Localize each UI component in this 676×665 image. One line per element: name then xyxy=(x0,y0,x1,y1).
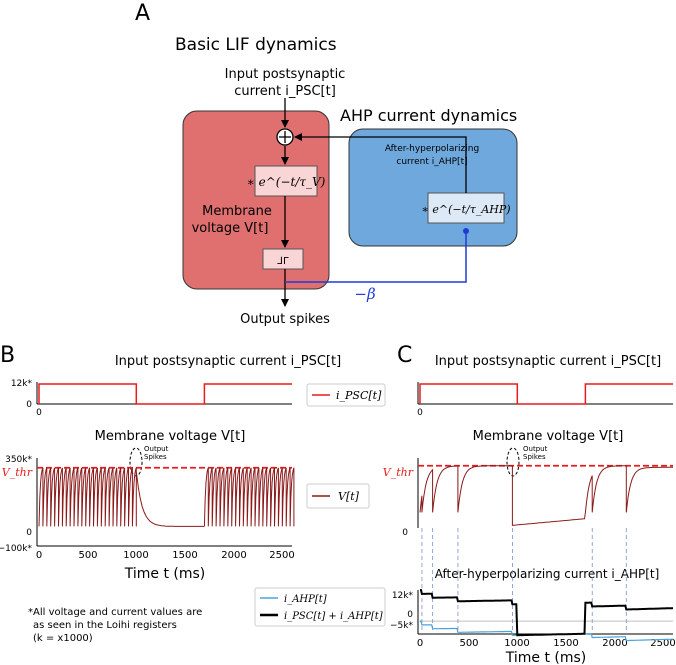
panel-letter-c: C xyxy=(397,343,412,368)
decay-v-label: ∗ e^(−t/τ_V) xyxy=(247,175,326,189)
c-input-trace xyxy=(419,383,673,405)
threshold-symbol: ⅃Γ xyxy=(277,256,289,267)
b-output-spikes-line1: Output xyxy=(144,445,169,453)
b-input-xtick-0: 0 xyxy=(36,408,42,418)
b-voltage-ytick-0: 0 xyxy=(26,528,32,538)
membrane-label-1: Membrane xyxy=(202,204,272,219)
b-voltage-title: Membrane voltage V[t] xyxy=(95,429,246,444)
b-voltage-trace xyxy=(38,467,295,527)
ahp-feedback-arrow xyxy=(294,133,467,193)
c-legend-label-sum: i_PSC[t] + i_AHP[t] xyxy=(284,611,383,622)
input-label-1: Input postsynaptic xyxy=(225,67,346,82)
b-input-trace xyxy=(38,383,292,405)
b-voltage-ytick-neg100k: −100k* xyxy=(0,544,32,554)
panel-letter-b: B xyxy=(0,343,15,368)
threshold-block xyxy=(262,248,304,270)
b-voltage-legend xyxy=(306,483,370,509)
b-voltage-xticks: 0 500 1000 1500 2000 2500 xyxy=(36,550,295,561)
c-output-spikes-line1: Output xyxy=(523,445,548,453)
b-xlabel: Time t (ms) xyxy=(124,566,206,582)
lif-box xyxy=(182,110,330,290)
c-xtick-2000: 2000 xyxy=(602,638,627,649)
c-voltage-xtick-0: 0 xyxy=(402,528,408,538)
c-xtick-1500: 1500 xyxy=(553,638,578,649)
input-label-2: current i_PSC[t] xyxy=(234,84,336,99)
c-xlabel: Time t (ms) xyxy=(505,650,587,665)
c-output-spikes-line2: Spikes xyxy=(523,453,546,461)
beta-dot xyxy=(463,228,469,234)
note-line-2: as seen in the Loihi registers xyxy=(33,620,177,631)
b-output-spikes-line2: Spikes xyxy=(144,453,167,461)
b-xtick-2500: 2500 xyxy=(269,550,294,561)
panel-letter-a: A xyxy=(135,1,150,26)
membrane-label-2: voltage V[t] xyxy=(192,221,269,236)
beta-label: −β xyxy=(354,285,376,303)
c-voltage-plot: V_thr 0 xyxy=(383,458,419,538)
c-xtick-2500: 2500 xyxy=(650,638,675,649)
c-input-title: Input postsynaptic current i_PSC[t] xyxy=(435,354,661,369)
c-xtick-500: 500 xyxy=(459,638,478,649)
b-input-title: Input postsynaptic current i_PSC[t] xyxy=(115,354,341,369)
b-input-plot: 12k* 0 0 xyxy=(11,379,292,418)
decay-v-block xyxy=(254,165,318,197)
c-xtick-1000: 1000 xyxy=(504,638,529,649)
c-vthr-label: V_thr xyxy=(383,466,414,479)
note-line-3: (k = x1000) xyxy=(33,633,93,644)
c-input-plot: 0 xyxy=(417,382,673,418)
ahp-label-2: current i_AHP[t] xyxy=(396,157,467,167)
b-input-ytick-12k: 12k* xyxy=(11,379,33,389)
b-input-legend xyxy=(306,383,386,407)
c-voltage-title: Membrane voltage V[t] xyxy=(473,429,624,444)
b-input-ytick-0: 0 xyxy=(26,400,32,410)
b-voltage-plot: 350k* 0 −100k* V_thr xyxy=(0,455,292,554)
c-ahp-ytick-neg5k: −5k* xyxy=(390,621,413,631)
beta-line xyxy=(285,231,467,283)
c-ahp-ytick-0: 0 xyxy=(407,610,413,620)
c-ahp-title: After-hyperpolarizing current i_AHP[t] xyxy=(435,567,660,581)
lif-title: Basic LIF dynamics xyxy=(175,35,337,55)
note-line-1: *All voltage and current values are xyxy=(28,607,202,618)
c-ahp-trace xyxy=(420,620,673,642)
chart-marks xyxy=(37,383,674,642)
c-ahp-legend xyxy=(254,587,386,627)
decay-ahp-label: ∗ e^(−t/τ_AHP) xyxy=(421,203,510,216)
c-legend-label-ahp: i_AHP[t] xyxy=(284,594,327,605)
c-sum-trace xyxy=(420,589,674,637)
b-xtick-0: 0 xyxy=(36,550,42,561)
c-ahp-xticks: 0 500 1000 1500 2000 2500 xyxy=(417,638,676,649)
b-input-legend-label: i_PSC[t] xyxy=(336,389,382,402)
output-label: Output spikes xyxy=(240,312,330,327)
c-ahp-ytick-12k: 12k* xyxy=(392,591,414,601)
b-xtick-1000: 1000 xyxy=(123,550,148,561)
b-voltage-legend-label: V[t] xyxy=(338,490,360,503)
ahp-title: AHP current dynamics xyxy=(340,106,517,125)
c-spike-ellipse xyxy=(506,447,520,477)
b-vthr-label: V_thr xyxy=(2,466,33,479)
b-voltage-ytick-350k: 350k* xyxy=(5,455,32,465)
c-input-xtick-0: 0 xyxy=(417,408,423,418)
b-xtick-500: 500 xyxy=(78,550,97,561)
ahp-label-1: After-hyperpolarizing xyxy=(385,144,479,154)
b-xtick-2000: 2000 xyxy=(221,550,246,561)
c-voltage-trace xyxy=(419,465,673,526)
b-xtick-1500: 1500 xyxy=(172,550,197,561)
c-xtick-0: 0 xyxy=(417,638,423,649)
